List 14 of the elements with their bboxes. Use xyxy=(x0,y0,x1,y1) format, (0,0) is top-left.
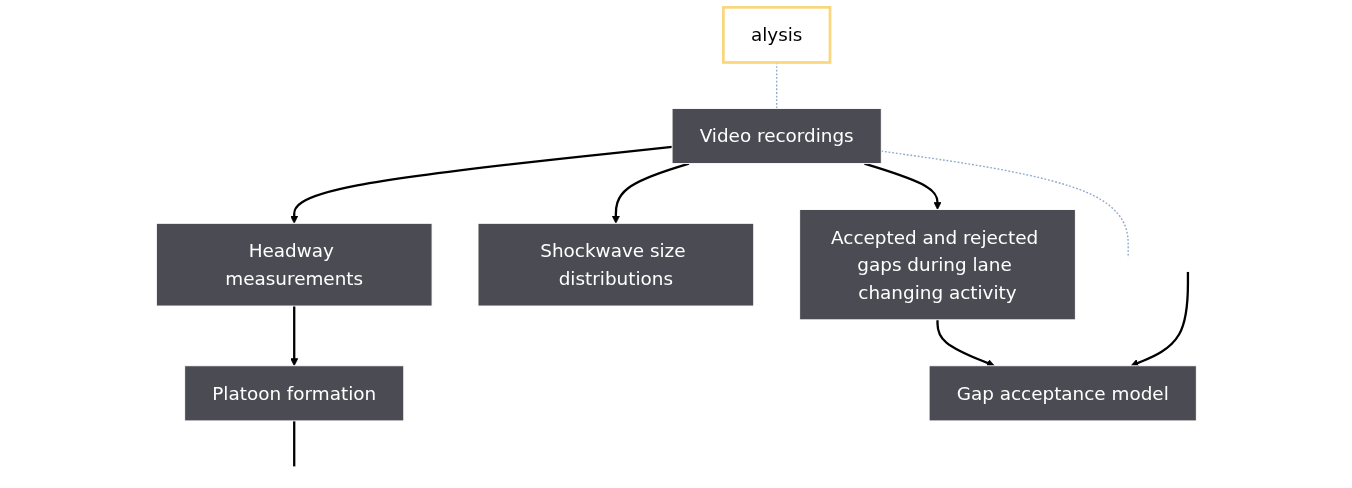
arrow xyxy=(611,162,689,224)
node-box: Video recordings xyxy=(671,108,882,165)
node-box: Platoon formation xyxy=(183,365,404,422)
node-box: Shockwave size distributions xyxy=(477,222,754,307)
arrow xyxy=(289,306,298,367)
node-box: Accepted and rejected gaps during lane changing activity xyxy=(798,209,1076,321)
node-box: alysis xyxy=(721,5,832,64)
arrow xyxy=(936,319,995,367)
arrow xyxy=(1130,271,1189,367)
node-box: Headway measurements xyxy=(155,222,433,307)
arrow xyxy=(289,145,672,224)
arrow xyxy=(863,162,942,210)
node-box: Gap acceptance model xyxy=(928,365,1197,422)
connector xyxy=(292,420,295,467)
